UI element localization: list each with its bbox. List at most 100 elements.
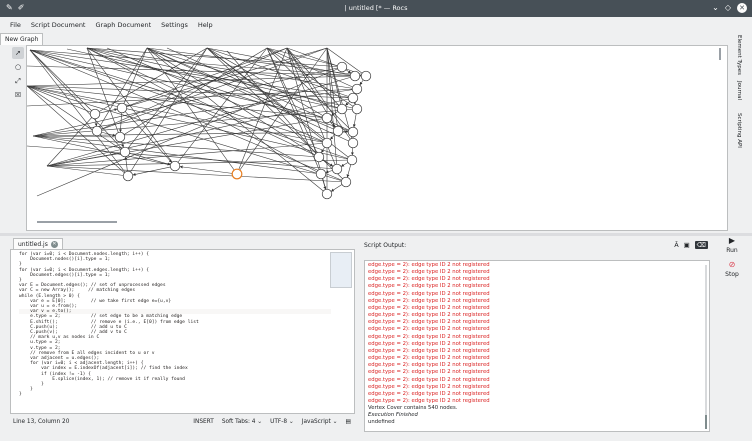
graph-edge[interactable] bbox=[46, 117, 328, 167]
graph-edge[interactable] bbox=[27, 88, 358, 107]
graph-edge[interactable] bbox=[132, 166, 171, 176]
graph-edge[interactable] bbox=[331, 111, 338, 116]
graph-edge[interactable] bbox=[352, 113, 357, 128]
menu-help[interactable]: Help bbox=[197, 20, 213, 29]
menu-settings[interactable]: Settings bbox=[161, 20, 188, 29]
code-line[interactable]: var e = E[0]; // we take first edge e={u… bbox=[19, 298, 172, 304]
graph-edge[interactable] bbox=[27, 85, 353, 161]
dock-tab-scripting-api[interactable]: Scripting API bbox=[736, 113, 742, 148]
editor-minimap[interactable] bbox=[330, 252, 352, 288]
graph-edge[interactable] bbox=[345, 101, 350, 106]
canvas-hscroll-thumb[interactable] bbox=[37, 221, 117, 223]
maximize-icon[interactable]: ◇ bbox=[724, 3, 731, 12]
graph-edge[interactable] bbox=[322, 159, 334, 167]
code-line[interactable]: var E = Document.edges(); // set of unpr… bbox=[19, 283, 166, 289]
graph-edge[interactable] bbox=[345, 69, 352, 74]
graph-edge[interactable] bbox=[46, 113, 96, 167]
graph-edge[interactable] bbox=[101, 131, 116, 137]
input-mode[interactable]: INSERT bbox=[193, 419, 214, 425]
graph-edge[interactable] bbox=[326, 47, 338, 170]
graph-edge[interactable] bbox=[146, 47, 328, 195]
graph-edge[interactable] bbox=[106, 47, 328, 144]
graph-node[interactable] bbox=[313, 151, 325, 163]
save-output-icon[interactable]: ▣ bbox=[683, 241, 690, 249]
graph-node[interactable] bbox=[331, 163, 343, 175]
code-line[interactable]: for (var i=0; i < Document.nodes.length;… bbox=[19, 252, 149, 257]
code-line[interactable]: v.type = 2; bbox=[19, 345, 61, 351]
graph-node[interactable] bbox=[119, 146, 131, 158]
dock-tab-journal[interactable]: Journal bbox=[736, 81, 742, 101]
delete-tool-icon[interactable]: ☒ bbox=[14, 91, 22, 99]
graph-edge[interactable] bbox=[330, 134, 335, 140]
graph-edge[interactable] bbox=[96, 47, 328, 132]
graph-edge[interactable] bbox=[146, 47, 238, 175]
menu-script-document[interactable]: Script Document bbox=[30, 20, 86, 29]
graph-edge[interactable] bbox=[29, 49, 328, 144]
graph-edge[interactable] bbox=[321, 147, 325, 153]
close-icon[interactable]: ✕ bbox=[737, 3, 747, 13]
clear-output-icon[interactable]: ⌫ bbox=[694, 241, 708, 249]
document-icon[interactable]: ▤ bbox=[345, 419, 351, 425]
code-line[interactable]: Document.nodes()[i].type = 1; bbox=[19, 257, 111, 263]
add-node-icon[interactable]: ○ bbox=[14, 63, 22, 71]
graph-edge[interactable] bbox=[46, 159, 353, 167]
graph-edge[interactable] bbox=[66, 48, 343, 110]
graph-edge[interactable] bbox=[94, 118, 98, 127]
graph-edge[interactable] bbox=[226, 50, 320, 158]
graph-edge[interactable] bbox=[121, 141, 124, 148]
code-line[interactable]: E.splice(index, 1); // remove it if real… bbox=[19, 376, 185, 382]
graph-node[interactable] bbox=[89, 108, 101, 120]
graph-node[interactable] bbox=[321, 188, 333, 200]
add-edge-icon[interactable]: ⤢ bbox=[15, 76, 21, 85]
graph-edge[interactable] bbox=[330, 121, 335, 128]
code-line[interactable]: var v = e.to(); bbox=[19, 309, 331, 315]
graph-edge[interactable] bbox=[325, 170, 333, 174]
graph-edge[interactable] bbox=[32, 108, 358, 137]
pane-splitter[interactable] bbox=[0, 233, 752, 236]
minimize-icon[interactable]: ⌄ bbox=[712, 3, 719, 12]
graph-edge[interactable] bbox=[27, 85, 96, 115]
graph-edge[interactable] bbox=[352, 101, 356, 105]
code-line[interactable]: var adjacent = u.edges(); bbox=[19, 356, 100, 362]
code-line[interactable]: } bbox=[19, 262, 22, 268]
graph-edge[interactable] bbox=[146, 47, 338, 170]
code-line[interactable]: u.type = 2; bbox=[19, 340, 61, 346]
code-line[interactable]: } bbox=[19, 387, 33, 393]
stop-button[interactable]: ⊘ Stop bbox=[712, 260, 752, 278]
code-line[interactable]: var index = E.indexOf(adjacent[i]); // f… bbox=[19, 366, 188, 372]
graph-node[interactable] bbox=[347, 126, 359, 138]
code-line[interactable]: var u = e.from(); bbox=[19, 304, 78, 310]
graph-node[interactable] bbox=[332, 125, 344, 137]
graph-edge[interactable] bbox=[32, 135, 176, 167]
text-mode-icon[interactable]: Ā bbox=[674, 241, 679, 249]
encoding-setting[interactable]: UTF-8 ⌄ bbox=[270, 419, 294, 425]
graph-edge[interactable] bbox=[206, 47, 328, 119]
graph-edge[interactable] bbox=[32, 131, 354, 137]
graph-edge[interactable] bbox=[121, 47, 148, 109]
graph-edge[interactable] bbox=[29, 49, 354, 99]
indent-setting[interactable]: Soft Tabs: 4 ⌄ bbox=[221, 419, 263, 425]
graph-node[interactable] bbox=[321, 137, 333, 149]
graph-edge[interactable] bbox=[86, 47, 121, 138]
app-icon[interactable]: ✎ bbox=[6, 3, 13, 12]
graph-edge[interactable] bbox=[146, 47, 354, 144]
menu-graph-document[interactable]: Graph Document bbox=[95, 20, 152, 29]
graph-edge[interactable] bbox=[326, 47, 367, 77]
graph-edge[interactable] bbox=[27, 85, 328, 119]
language-setting[interactable]: JavaScript ⌄ bbox=[301, 419, 338, 425]
graph-node[interactable] bbox=[349, 70, 361, 82]
code-line[interactable]: Document.edges()[i].type = 1; bbox=[19, 272, 111, 278]
graph-edge[interactable] bbox=[330, 184, 342, 192]
graph-edge[interactable] bbox=[322, 178, 327, 190]
tab-new-graph[interactable]: New Graph bbox=[0, 33, 44, 45]
graph-edge[interactable] bbox=[125, 111, 172, 163]
graph-edge[interactable] bbox=[36, 66, 343, 197]
code-line[interactable]: for (var i=0; i < Document.edges.length;… bbox=[19, 267, 149, 273]
graph-edge[interactable] bbox=[27, 85, 328, 144]
graph-edge[interactable] bbox=[206, 47, 328, 144]
graph-edge[interactable] bbox=[236, 47, 328, 175]
graph-edge[interactable] bbox=[266, 47, 320, 158]
graph-edge[interactable] bbox=[179, 165, 233, 174]
graph-edge[interactable] bbox=[32, 88, 358, 137]
code-line[interactable]: } bbox=[19, 382, 44, 388]
